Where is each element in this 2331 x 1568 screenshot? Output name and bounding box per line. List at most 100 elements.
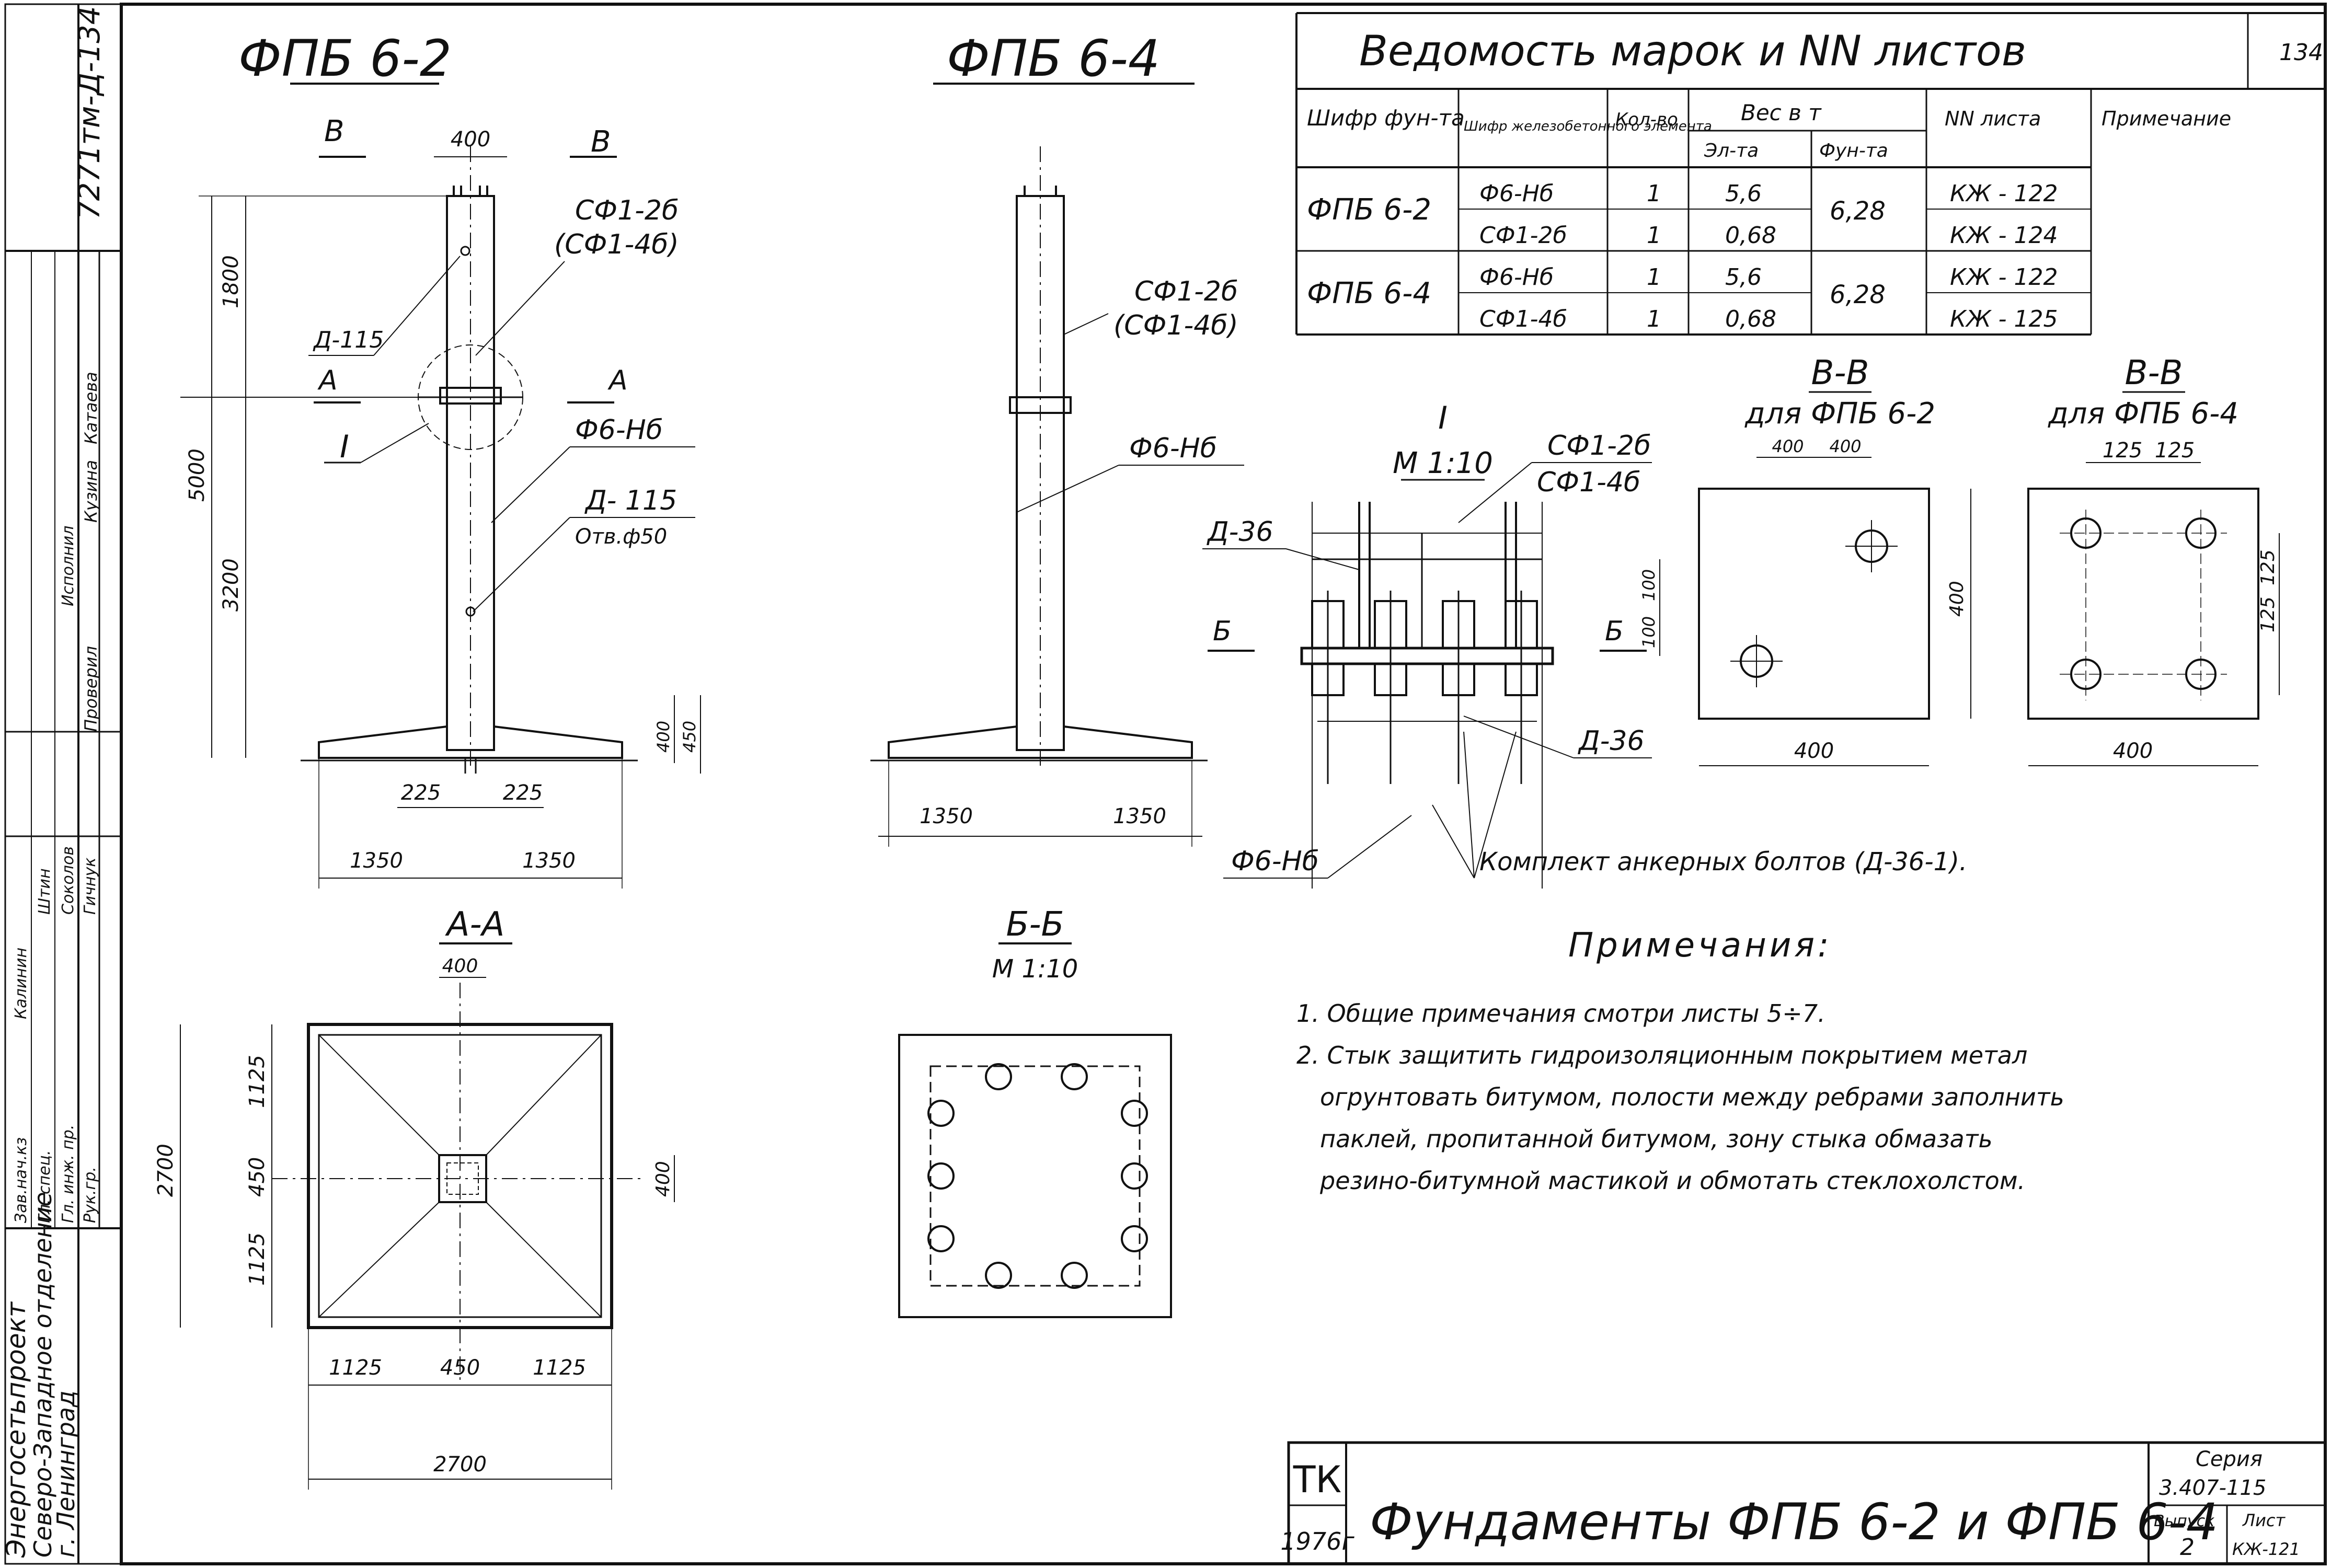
node-d36: Д-36 — [1207, 516, 1273, 548]
label-sf1: СФ1-2б — [575, 195, 679, 226]
tb-sheet: КЖ-121 — [2232, 1539, 2300, 1559]
stamp-name-1: Калинин — [12, 948, 30, 1019]
side-stamp: 7271тм-Д-134 Энергосетьпроект Северо-Зап… — [1, 4, 121, 1564]
bb-bolts — [927, 1063, 1148, 1289]
hdr-weight: Вес в т — [1741, 100, 1822, 125]
row3-wfn: 6,28 — [1830, 280, 1886, 309]
row1-element: Ф6-Нб — [1479, 180, 1554, 207]
label64-sf1: СФ1-2б — [1134, 276, 1238, 307]
hdr-sheet: NN листа — [1945, 107, 2041, 130]
node-bolts — [1311, 591, 1538, 784]
section-aa: А-А 400 2700 1125 450 1125 400 1125 450 … — [154, 905, 675, 1490]
aa-total: 2700 — [433, 1452, 487, 1477]
dim-inner-r: 225 — [503, 781, 543, 805]
tb-series-label: Серия — [2196, 1447, 2263, 1471]
vv64-subtitle: для ФПБ 6-4 — [2048, 397, 2238, 431]
node-dim2: 100 — [1639, 616, 1659, 648]
note-4: паклей, пропитанной битумом, зону стыка … — [1320, 1125, 1993, 1153]
dim-half-l: 1350 — [350, 849, 403, 873]
row4-sheet: КЖ - 125 — [1950, 306, 2058, 332]
label64-sf1-alt: (СФ1-4б) — [1113, 310, 1238, 341]
vv62-subtitle: для ФПБ 6-2 — [1744, 397, 1935, 431]
stamp-role-1: Зав.нач.кз — [12, 1137, 30, 1223]
aa-b2: 450 — [440, 1356, 480, 1380]
aa-v3: 1125 — [245, 1232, 269, 1286]
node-f6: Ф6-Нб — [1231, 846, 1319, 877]
dim-upper: 1800 — [219, 255, 243, 308]
label-hole: Отв.ф50 — [575, 525, 667, 549]
title-fpb62: ФПБ 6-2 — [238, 29, 452, 88]
row1-wel: 5,6 — [1725, 180, 1762, 207]
section-vv-62: В-В для ФПБ 6-2 400 400 400 400 — [1698, 354, 1971, 766]
aa-right: 400 — [652, 1161, 674, 1197]
sheet-no: 134 — [2279, 39, 2323, 66]
stamp-org-2: Северо-Западное отделение — [29, 1192, 57, 1558]
tb-issue: 2 — [2180, 1534, 2195, 1561]
stamp-name-5: Кузина — [81, 460, 101, 523]
title-fpb64: ФПБ 6-4 — [947, 29, 1160, 88]
stamp-name-4: Гичнук — [81, 858, 99, 915]
node-dim1: 100 — [1639, 569, 1659, 601]
aa-top: 400 — [442, 955, 478, 977]
row2-element: СФ1-2б — [1479, 222, 1567, 249]
node-cut-left: Б — [1213, 616, 1232, 647]
node-marker: I — [340, 429, 349, 465]
dim-top-width: 400 — [451, 128, 490, 152]
aa-v2: 450 — [245, 1157, 269, 1197]
cut-a-left: А — [317, 365, 338, 396]
note-1: 1. Общие примечания смотри листы 5÷7. — [1296, 999, 1825, 1028]
row4-qty: 1 — [1647, 306, 1661, 332]
stamp-role-5: Проверил — [81, 646, 101, 732]
node-title: I — [1438, 400, 1448, 436]
tb-title: Фундаменты ФПБ 6-2 и ФПБ 6-4 — [1370, 1493, 2218, 1551]
node-sf1: СФ1-2б — [1547, 430, 1651, 462]
aa-b3: 1125 — [533, 1356, 586, 1380]
note-5: резино-битумной мастикой и обмотать стек… — [1319, 1167, 2025, 1195]
hdr-mark: Шифр фун-та — [1307, 105, 1465, 131]
vv64-top2: 125 — [2155, 439, 2195, 463]
stamp-name-3: Соколов — [59, 846, 77, 915]
stamp-role-6: Исполнил — [59, 526, 77, 606]
hdr-qty: Кол-во — [1615, 109, 1678, 130]
label-f6: Ф6-Нб — [575, 414, 663, 446]
aa-v1: 1125 — [245, 1055, 269, 1108]
aa-left-total: 2700 — [154, 1144, 178, 1197]
hdr-w-fn: Фун-та — [1819, 140, 1888, 162]
label-sf1-alt: (СФ1-4б) — [554, 229, 679, 260]
notes-title: Примечания: — [1568, 926, 1832, 965]
dim64-half-l: 1350 — [920, 804, 973, 828]
vv64-bottom: 400 — [2113, 739, 2153, 763]
row1-wfn: 6,28 — [1830, 197, 1886, 226]
row3-mark: ФПБ 6-4 — [1307, 276, 1431, 310]
stamp-code: 7271тм-Д-134 — [73, 6, 107, 220]
stamp-org-3: г. Ленинград — [52, 1390, 80, 1558]
label64-f6: Ф6-Нб — [1129, 433, 1217, 464]
tb-series: 3.407-115 — [2159, 1476, 2266, 1500]
aa-b1: 1125 — [329, 1356, 382, 1380]
notes: Примечания: 1. Общие примечания смотри л… — [1296, 926, 2064, 1195]
row3-element: Ф6-Нб — [1479, 264, 1554, 291]
row2-wel: 0,68 — [1725, 222, 1776, 249]
row1-qty: 1 — [1647, 180, 1661, 207]
stamp-role-2: Гл. спец. — [36, 1150, 54, 1223]
hdr-note: Примечание — [2102, 107, 2231, 130]
scale-bb: М 1:10 — [992, 954, 1078, 984]
vv62-bottom: 400 — [1794, 739, 1834, 763]
row3-qty: 1 — [1647, 264, 1661, 291]
tb-sheet-label: Лист — [2242, 1511, 2286, 1530]
row2-sheet: КЖ - 124 — [1950, 222, 2058, 249]
note-2: 2. Стык защитить гидроизоляционным покры… — [1296, 1041, 2027, 1069]
note-3: огрунтовать битумом, полости между ребра… — [1320, 1083, 2064, 1111]
dim-half-r: 1350 — [522, 849, 576, 873]
stamp-name-6: Катаева — [81, 372, 101, 444]
tb-year: 1976г — [1280, 1527, 1354, 1555]
vv64-top1: 125 — [2103, 439, 2142, 463]
row4-element: СФ1-4б — [1479, 306, 1567, 332]
dim-base-h2: 450 — [680, 721, 699, 753]
row3-sheet: КЖ - 122 — [1950, 264, 2058, 291]
dim-total: 5000 — [185, 448, 209, 502]
schedule-table: Ведомость марок и NN листов 134 Шифр фун… — [1295, 12, 2325, 336]
title-bb: Б-Б — [1006, 905, 1064, 944]
row4-wel: 0,68 — [1725, 306, 1776, 332]
